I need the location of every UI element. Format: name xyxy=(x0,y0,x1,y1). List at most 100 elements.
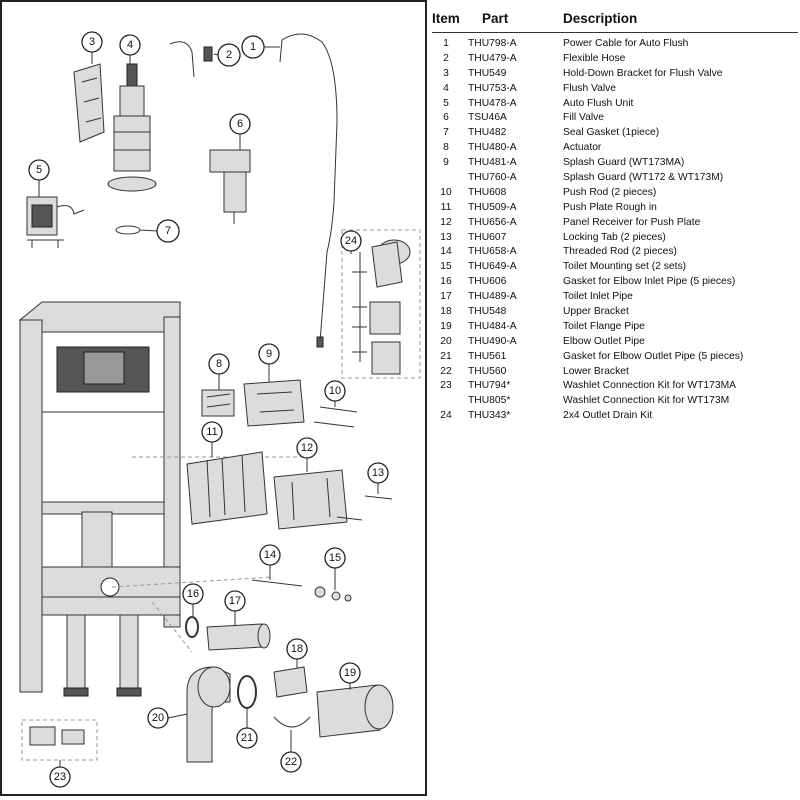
row-description: Push Rod (2 pieces) xyxy=(563,186,657,198)
callout-label: 20 xyxy=(152,712,164,724)
row-description: Washlet Connection Kit for WT173MA xyxy=(563,380,737,392)
row-part: THU509-A xyxy=(468,201,517,213)
callout-label: 19 xyxy=(344,667,356,679)
row-item: 5 xyxy=(443,97,449,109)
row-description: Fill Valve xyxy=(563,112,605,124)
row-description: Toilet Inlet Pipe xyxy=(563,291,633,303)
row-description: Seal Gasket (1piece) xyxy=(563,127,660,139)
row-description: Auto Flush Unit xyxy=(563,97,634,109)
callout-label: 2 xyxy=(226,49,232,61)
row-part: THU607 xyxy=(468,231,507,243)
row-description: Threaded Rod (2 pieces) xyxy=(563,246,677,258)
callout-label: 8 xyxy=(216,358,222,370)
row-part: THU656-A xyxy=(468,216,517,228)
row-part: THU649-A xyxy=(468,261,517,273)
row-part: THU798-A xyxy=(468,38,517,49)
row-description: Toilet Flange Pipe xyxy=(563,320,645,332)
row-part: THU794* xyxy=(468,380,511,392)
callout-19: 19 xyxy=(339,662,361,684)
callout-11: 11 xyxy=(201,421,223,443)
callout-label: 23 xyxy=(54,771,66,783)
row-description: Lower Bracket xyxy=(563,365,629,377)
row-part: THU561 xyxy=(468,350,507,362)
callout-label: 3 xyxy=(89,36,95,48)
callout-label: 17 xyxy=(229,595,241,607)
callout-10: 10 xyxy=(324,380,346,402)
row-description: Gasket for Elbow Inlet Pipe (5 pieces) xyxy=(563,276,736,288)
row-part: THU753-A xyxy=(468,82,517,94)
row-description: Hold-Down Bracket for Flush Valve xyxy=(563,67,723,79)
row-item: 14 xyxy=(440,246,452,258)
callout-label: 9 xyxy=(266,348,272,360)
row-description: Gasket for Elbow Outlet Pipe (5 pieces) xyxy=(563,350,744,362)
row-part: THU478-A xyxy=(468,97,517,109)
row-item: 15 xyxy=(440,261,452,273)
row-part: THU760-A xyxy=(468,172,517,184)
callout-label: 21 xyxy=(241,732,253,744)
callout-3: 3 xyxy=(81,31,103,53)
row-description: Toilet Mounting set (2 sets) xyxy=(563,261,687,273)
row-item: 24 xyxy=(440,410,452,422)
callout-13: 13 xyxy=(367,462,389,484)
row-part: TSU46A xyxy=(468,112,507,124)
callout-label: 24 xyxy=(345,235,357,247)
row-item: 7 xyxy=(443,127,449,139)
row-description: Splash Guard (WT173MA) xyxy=(563,157,685,169)
exploded-diagram: 1 2 3 4 5 6 7 8 9 10 11 12 13 14 15 16 1… xyxy=(0,0,427,796)
in-wall-frame xyxy=(19,301,181,697)
callout-21: 21 xyxy=(236,727,258,749)
callout-4: 4 xyxy=(119,34,141,56)
callout-23: 23 xyxy=(49,766,71,788)
callout-5: 5 xyxy=(28,159,50,181)
row-part: THU480-A xyxy=(468,142,517,154)
callout-17: 17 xyxy=(224,590,246,612)
row-item: 13 xyxy=(440,231,452,243)
row-part: THU608 xyxy=(468,186,507,198)
table-row: 23 THU794* Washlet Connection Kit for WT17… xyxy=(432,379,798,394)
callout-14: 14 xyxy=(259,544,281,566)
callout-1: 1 xyxy=(241,35,265,59)
callout-12: 12 xyxy=(296,437,318,459)
callout-label: 5 xyxy=(36,164,42,176)
row-description: Power Cable for Auto Flush xyxy=(563,38,689,49)
row-item: 21 xyxy=(440,350,452,362)
table-row: 24 THU343* 2x4 Outlet Drain Kit xyxy=(432,409,798,424)
callout-label: 15 xyxy=(329,552,341,564)
callout-18: 18 xyxy=(286,638,308,660)
row-part: THU479-A xyxy=(468,52,517,64)
callout-9: 9 xyxy=(258,343,280,365)
header-description: Description xyxy=(563,11,638,26)
row-part: THU489-A xyxy=(468,291,517,303)
row-part: THU548 xyxy=(468,306,507,318)
table-row: THU805*Washlet Connection Kit for WT173M xyxy=(432,394,798,409)
row-part: THU560 xyxy=(468,365,507,377)
row-item: 23 xyxy=(440,380,452,392)
callout-2: 2 xyxy=(217,43,241,67)
row-description: Elbow Outlet Pipe xyxy=(563,335,645,347)
table-row: 15 THU649-A Toilet Mounting set (2 sets) xyxy=(432,260,798,275)
row-description: Flush Valve xyxy=(563,82,617,94)
callout-label: 18 xyxy=(291,643,303,655)
row-item: 19 xyxy=(440,320,452,332)
row-part: THU490-A xyxy=(468,335,517,347)
row-part: THU343* xyxy=(468,410,511,422)
row-description: 2x4 Outlet Drain Kit xyxy=(563,410,653,422)
callout-7: 7 xyxy=(156,219,180,243)
callout-label: 4 xyxy=(127,39,133,51)
row-item: 17 xyxy=(440,291,452,303)
row-description: Locking Tab (2 pieces) xyxy=(563,231,666,243)
row-item: 3 xyxy=(443,67,449,79)
